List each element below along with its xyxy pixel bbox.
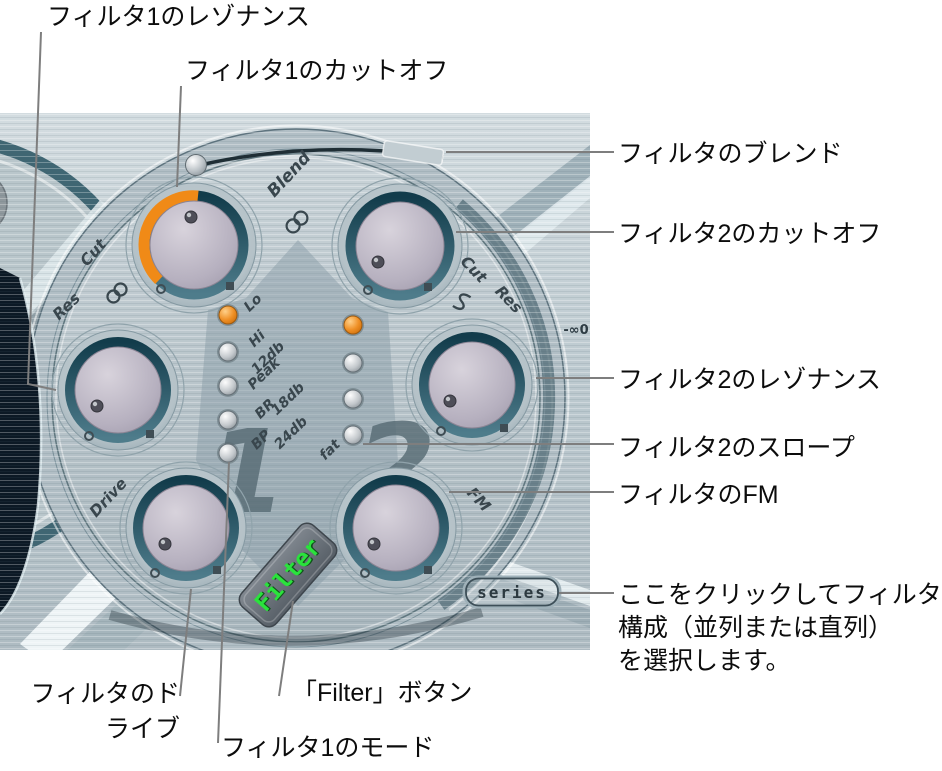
filter2-slope-led-24db[interactable]: [343, 389, 363, 409]
knob-max-marker: [146, 430, 154, 438]
filter1-link-icon: [106, 282, 128, 304]
filter2-slope-led-12db[interactable]: [343, 315, 363, 335]
panel-artwork: 1 2 Blend: [0, 113, 590, 650]
knob-min-marker: [436, 426, 446, 436]
annotation-filter-drive-line2: ライブ: [104, 715, 180, 743]
annotation-filter-button: 「Filter」ボタン: [292, 679, 473, 707]
knob-indicator-dot: [367, 537, 381, 551]
series-button-label: series: [477, 583, 547, 602]
knob-min-marker: [156, 284, 166, 294]
series-button[interactable]: series: [462, 575, 562, 609]
knob-indicator-dot: [443, 394, 457, 408]
knob-min-marker: [360, 568, 370, 578]
blend-slider-handle[interactable]: [185, 154, 207, 176]
filter2-slope-led-18db[interactable]: [343, 353, 363, 373]
filter1-mode-led-br[interactable]: [218, 410, 238, 430]
annotation-series-note: ここをクリックしてフィルタ 構成（並列または直列） を選択します。: [618, 579, 942, 678]
knob-max-marker: [226, 282, 234, 290]
knob-max-marker: [213, 566, 221, 574]
leader-filter-button: [278, 600, 294, 697]
knob-indicator-dot: [158, 537, 172, 551]
annotation-filter2-resonance: フィルタ2のレゾナンス: [618, 366, 881, 394]
leader-filter1-resonance: [26, 31, 57, 391]
blend-link-icon: [285, 210, 309, 234]
annotation-filter1-resonance: フィルタ1のレゾナンス: [47, 3, 310, 31]
blend-slider[interactable]: [185, 140, 445, 176]
knob-indicator-dot: [184, 210, 198, 224]
annotation-filter2-slope: フィルタ2のスロープ: [618, 434, 855, 462]
knob-max-marker: [424, 566, 432, 574]
knob-indicator-dot: [90, 399, 104, 413]
filter2-slope-led-fat[interactable]: [343, 425, 363, 445]
filter1-cutoff-knob[interactable]: [125, 176, 263, 314]
knob-max-marker: [424, 283, 432, 291]
filter1-cutoff-value-arc: [138, 190, 199, 284]
filter2-resonance-knob[interactable]: [405, 318, 539, 452]
knob-min-marker: [84, 431, 94, 441]
annotation-filter2-cutoff: フィルタ2のカットオフ: [618, 220, 882, 248]
filter1-resonance-knob[interactable]: [51, 323, 185, 457]
filter2-link-icon: [452, 293, 472, 310]
filter1-mode-led-peak[interactable]: [218, 376, 238, 396]
db-scale-label: -∞0: [563, 323, 588, 338]
leader-filter1-cutoff: [176, 85, 182, 188]
annotation-series-note-line3: を選択します。: [618, 647, 791, 675]
annotation-filter-fm: フィルタのFM: [618, 481, 779, 509]
filter1-mode-led-lo[interactable]: [218, 305, 238, 325]
annotation-filter-drive: フィルタのド ライブ: [24, 677, 180, 747]
knob-max-marker: [500, 424, 508, 432]
knob-min-marker: [363, 285, 373, 295]
blend-track-end-notch: [381, 140, 445, 166]
leader-filter-drive: [179, 588, 192, 697]
annotation-filter1-mode: フィルタ1のモード: [221, 734, 435, 762]
filter1-mode-led-bp[interactable]: [218, 443, 238, 463]
filter-fm-knob[interactable]: [329, 461, 463, 595]
annotation-series-note-line1: ここをクリックしてフィルタ: [618, 581, 942, 609]
filter-drive-knob[interactable]: [119, 461, 253, 595]
knob-min-marker: [150, 568, 160, 578]
knob-indicator-dot: [371, 255, 385, 269]
annotation-filter-drive-line1: フィルタのド: [30, 680, 180, 708]
annotation-series-note-line2: 構成（並列または直列）: [618, 614, 894, 642]
filter2-cutoff-knob[interactable]: [331, 177, 469, 315]
leader-filter1-mode: [217, 461, 230, 744]
annotation-filter1-cutoff: フィルタ1のカットオフ: [185, 57, 449, 85]
filter1-mode-led-hi[interactable]: [218, 342, 238, 362]
annotation-filter-blend: フィルタのブレンド: [618, 140, 843, 168]
leader-lines: [26, 31, 614, 744]
